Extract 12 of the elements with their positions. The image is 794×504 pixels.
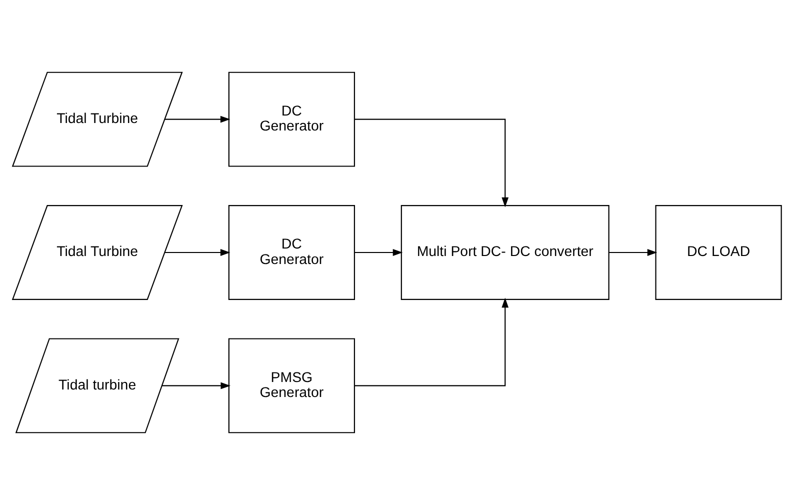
arrow — [164, 248, 230, 256]
node-box: Multi Port DC- DC converter — [400, 204, 610, 300]
node-box: DC Generator — [228, 71, 355, 166]
arrow — [354, 297, 509, 386]
arrow — [164, 115, 230, 122]
arrow — [162, 382, 231, 389]
node-box: DC Generator — [228, 204, 355, 300]
arrow — [354, 118, 509, 207]
arrow — [609, 248, 658, 256]
node-box: DC LOAD — [655, 204, 782, 300]
node-box: PMSG Generator — [228, 338, 355, 433]
arrow — [354, 248, 403, 256]
